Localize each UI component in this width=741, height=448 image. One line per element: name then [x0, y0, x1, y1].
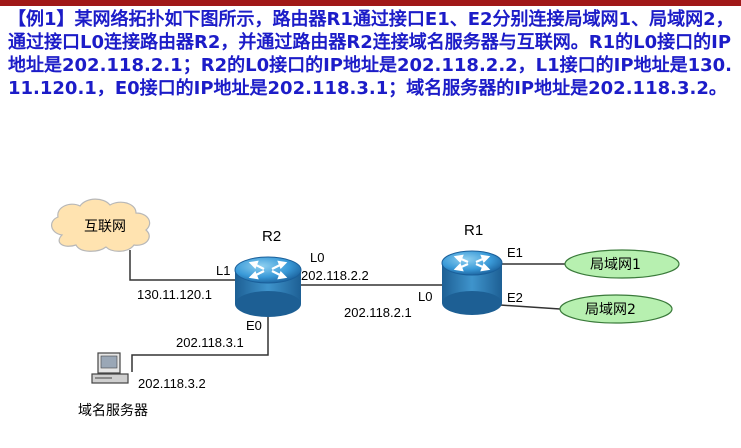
cloud-shape [51, 198, 151, 252]
internet-label: 互联网 [84, 219, 126, 235]
lan2-node: 局域网2 [559, 294, 673, 324]
r2-l1-port: L1 [216, 263, 230, 278]
r2-e0-port: E0 [246, 318, 262, 333]
link-r2-dns [131, 315, 269, 372]
router-r1-base [442, 291, 502, 315]
r2-l0-ip: 202.118.2.2 [301, 268, 369, 283]
internet-cloud: 互联网 [51, 198, 151, 252]
router-r2-base [235, 291, 301, 317]
problem-text: 【例1】某网络拓扑如下图所示，路由器R1通过接口E1、E2分别连接局域网1、局域… [8, 8, 736, 100]
r2-label: R2 [262, 228, 281, 245]
router-icon [441, 250, 503, 276]
router-icon [234, 256, 302, 284]
network-topology-diagram: 互联网 R2 R1 L1 130.11.120.1 L0 202.118.2.2… [51, 198, 680, 419]
problem-body: 某网络拓扑如下图所示，路由器R1通过接口E1、E2分别连接局域网1、局域网2，通… [8, 9, 734, 99]
link-internet-r2 [129, 250, 235, 281]
router-arrows-icon [248, 260, 288, 280]
lan1-label: 局域网1 [590, 257, 641, 273]
example-label: 【例1】 [8, 9, 75, 30]
lan1-ellipse [564, 249, 680, 279]
dns-ip: 202.118.3.2 [138, 376, 206, 391]
dns-server: 202.118.3.2 域名服务器 [78, 352, 206, 419]
server-icon [91, 352, 129, 384]
r2-l1-ip: 130.11.120.1 [137, 287, 212, 302]
r1-label: R1 [464, 222, 483, 239]
top-accent-bar [0, 0, 741, 6]
lan2-label: 局域网2 [585, 302, 636, 318]
links [129, 250, 565, 372]
r1-e1-port: E1 [507, 245, 523, 260]
router-arrows-icon [453, 254, 491, 272]
router-r2 [234, 256, 302, 317]
link-r1-lan2 [499, 304, 561, 310]
lan1-node: 局域网1 [564, 249, 680, 279]
router-r1 [441, 250, 503, 315]
r1-l0-port: L0 [418, 289, 432, 304]
r1-e2-port: E2 [507, 290, 523, 305]
lan2-ellipse [559, 294, 673, 324]
dns-label: 域名服务器 [78, 403, 148, 419]
r2-l0-port: L0 [310, 250, 324, 265]
r1-l0-ip: 202.118.2.1 [344, 305, 412, 320]
r2-e0-ip: 202.118.3.1 [176, 335, 244, 350]
